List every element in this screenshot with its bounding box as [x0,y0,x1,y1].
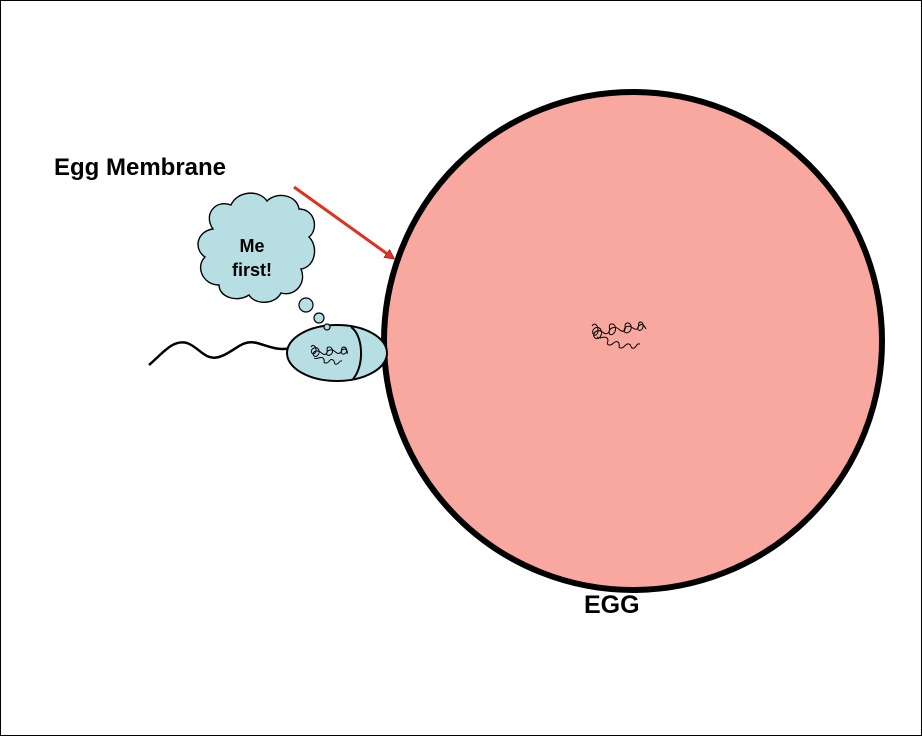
thought-bubble-text: Me first! [211,234,293,282]
sperm-acrosome-line [350,326,362,380]
thought-dot-small [323,323,331,331]
egg-nucleus-chromosomes [591,321,647,340]
egg-membrane-label: Egg Membrane [54,154,227,181]
thought-dot-large [298,297,314,313]
thought-bubble-line-2: first! [232,260,272,280]
thought-bubble-line-1: Me [239,236,265,256]
egg-cell [381,89,885,593]
thought-bubble-cloud [197,192,316,303]
membrane-pointer-arrow [293,185,393,258]
thought-dot-medium [313,312,325,324]
egg-label: EGG [584,591,640,619]
sperm-nucleus-chromosomes [310,344,348,357]
sperm-tail [148,341,292,366]
